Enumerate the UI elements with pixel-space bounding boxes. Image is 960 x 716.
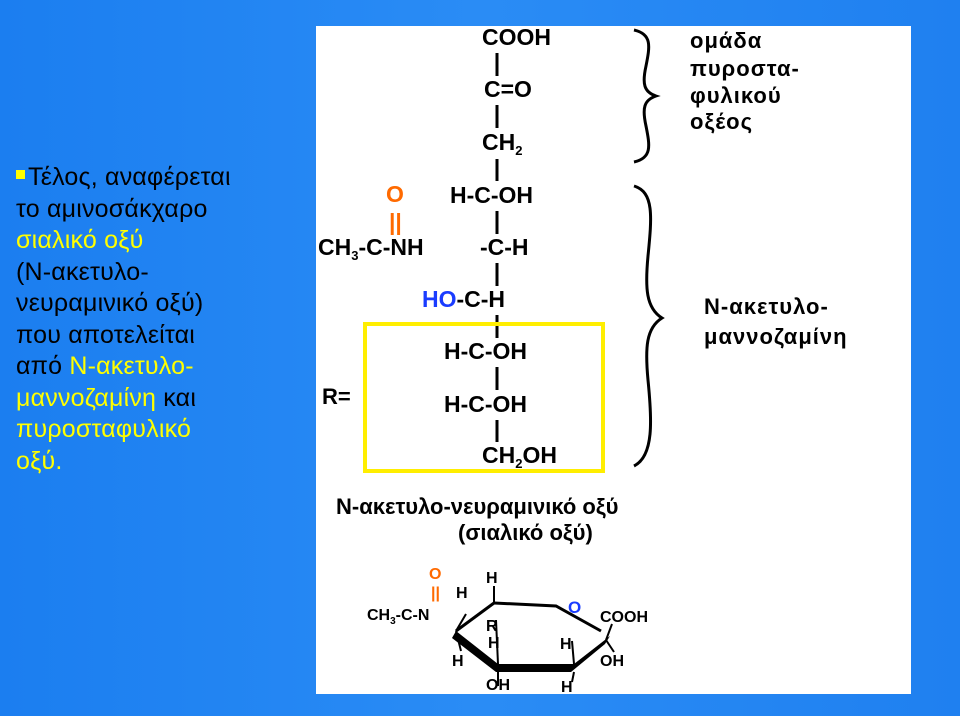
mannosamine-brace-icon <box>633 184 665 468</box>
bond-line <box>605 639 615 653</box>
carbonyl-text: C=O <box>484 76 532 102</box>
pyruvate-label-4: οξέος <box>690 109 753 134</box>
text-span: από <box>16 352 70 380</box>
acetyl-double-bond: || <box>389 209 402 235</box>
pyruvate-label-2: πυροστα- <box>690 56 800 81</box>
ring-h-r: H <box>488 635 500 652</box>
c7-text: H-C-OH <box>444 338 527 364</box>
text-line-10: οξύ. <box>16 446 63 475</box>
ho-blue: HO <box>422 286 457 312</box>
square-bullet-icon <box>16 170 25 179</box>
text-line-4: (N-ακετυλο- <box>16 257 149 286</box>
mannosamine-label-1: N-ακετυλο- <box>704 294 829 319</box>
ch2-subscript: 2 <box>515 143 522 158</box>
text-span-highlight: N-ακετυλο- <box>69 352 194 380</box>
ring-r: R <box>486 618 498 635</box>
c9-subscript: 2 <box>515 456 522 471</box>
c6-rest: -C-H <box>457 286 506 312</box>
text-span-highlight: μαννοζαμίνη <box>16 383 157 412</box>
text-line-3: σιαλικό οξύ <box>16 226 144 254</box>
ch3-main: CH <box>318 234 351 260</box>
c9-oh: OH <box>522 442 557 468</box>
r-label: R= <box>322 384 351 409</box>
caption-line-2: (σιαλικό οξύ) <box>458 520 593 545</box>
text-line-1: Τέλος, αναφέρεται <box>16 162 316 194</box>
ring-oh-right: OH <box>600 653 624 670</box>
caption-line-1: N-ακετυλο-νευραμινικό οξύ <box>336 494 618 519</box>
c9-ch: CH <box>482 442 515 468</box>
c8-text: H-C-OH <box>444 391 527 417</box>
text-line-8: μαννοζαμίνη και <box>16 383 316 415</box>
ring-front-wedge <box>452 631 610 672</box>
ring-h-mid: H <box>560 636 572 653</box>
ring-cooh: COOH <box>600 609 648 626</box>
bond-line <box>571 640 575 665</box>
ring-acyl-o: O <box>429 566 441 583</box>
text-span: Τέλος, αναφέρεται <box>28 163 231 191</box>
c6-text: HO-C-H <box>422 286 505 312</box>
acetyl-rest: -C-NH <box>358 234 423 260</box>
ring-h-top: H <box>486 570 498 587</box>
c4-text: H-C-OH <box>450 182 533 208</box>
bond-line <box>571 671 575 683</box>
ring-acyl-text: -C-N <box>396 607 430 624</box>
ring-amide-h: H <box>456 585 468 602</box>
bond-line <box>605 623 613 641</box>
ring-ch3-subscript: 3 <box>390 616 396 627</box>
pyruvate-label-3: φυλικού <box>690 83 782 108</box>
ch3-subscript: 3 <box>351 248 358 263</box>
ring-h-bottom: H <box>561 679 573 694</box>
text-span: και <box>156 383 197 412</box>
bond-line <box>455 630 462 652</box>
chemical-structure-figure: COOH C=O CH2 H-C-OH CH3-C-NH -C-H HO-C-H… <box>316 26 911 694</box>
pyruvate-brace-icon <box>633 28 661 164</box>
ring-bond-left <box>455 601 495 633</box>
text-line-2: το αμινοσάκχαρο <box>16 194 208 223</box>
ch2-main: CH <box>482 129 515 155</box>
slide-text: Τέλος, αναφέρεται το αμινοσάκχαρο σιαλικ… <box>16 162 316 477</box>
c9-text: CH2OH <box>482 442 557 471</box>
r-group-box <box>363 322 605 473</box>
ring-oxygen: O <box>568 598 581 617</box>
ring-ch3-main: CH <box>367 607 390 624</box>
pyranose-ring <box>452 586 615 686</box>
acetyl-o-text: O <box>386 181 404 207</box>
ring-oh-bottom: OH <box>486 677 510 694</box>
bond-line <box>455 613 467 632</box>
mannosamine-label-2: μαννοζαμίνη <box>704 324 848 349</box>
text-line-6: που αποτελείται <box>16 320 196 349</box>
ch2-text: CH2 <box>482 129 522 158</box>
ring-back-bonds <box>493 601 602 633</box>
text-line-7: από N-ακετυλο- <box>16 351 316 383</box>
ring-ch3-text: CH3-C-N <box>367 607 429 627</box>
cooh-text: COOH <box>482 26 551 50</box>
ring-h-left: H <box>452 653 464 670</box>
bond-line <box>495 619 499 665</box>
structure-svg: COOH C=O CH2 H-C-OH CH3-C-NH -C-H HO-C-H… <box>318 26 848 694</box>
text-line-5: νευραμινικό οξύ) <box>16 289 204 317</box>
c5-text: -C-H <box>480 234 529 260</box>
pyruvate-label-1: ομάδα <box>690 28 762 53</box>
ring-acyl-double-bond: || <box>431 585 440 602</box>
text-line-9: πυροσταφυλικό <box>16 415 192 443</box>
acetyl-ch3-text: CH3-C-NH <box>318 234 424 263</box>
